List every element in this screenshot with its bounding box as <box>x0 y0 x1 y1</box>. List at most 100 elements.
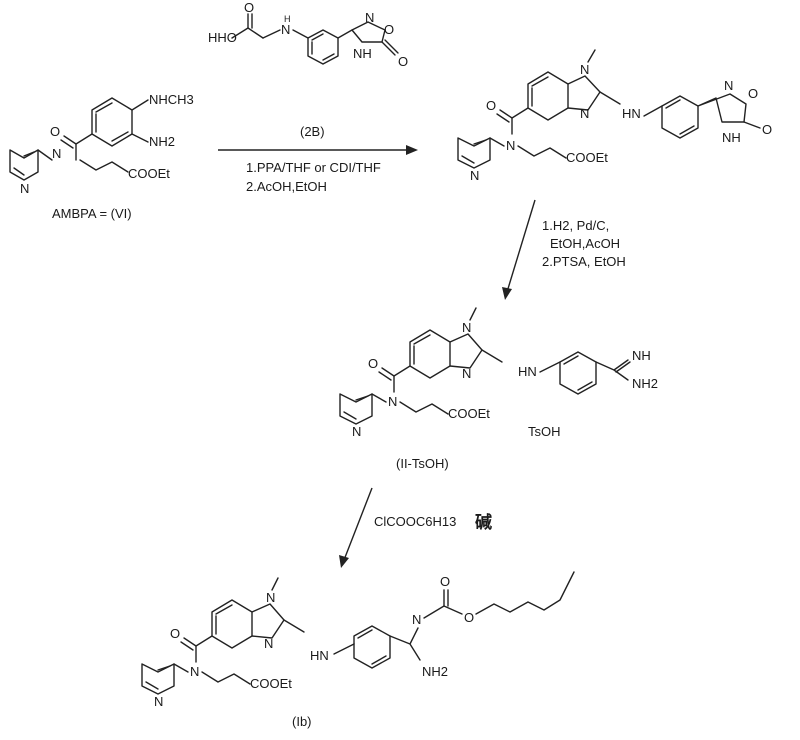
bond <box>489 137 505 147</box>
ambpa-structure: NHCH3 NH2 O N COOEt N AMBPA = (VI) <box>9 92 194 221</box>
carbamate-bonds <box>423 605 463 619</box>
hn-label: HN <box>310 648 329 663</box>
bond <box>496 109 513 123</box>
cooet-label: COOEt <box>250 676 292 691</box>
bond <box>343 395 369 420</box>
ring-nh: NH <box>722 130 741 145</box>
arrow-head <box>406 145 418 155</box>
reagent-2b-label: (2B) <box>300 124 325 139</box>
bond <box>37 149 53 161</box>
bond <box>215 604 233 635</box>
nh2-label: NH2 <box>149 134 175 149</box>
imidazole-n: N <box>462 366 471 381</box>
hexyl-chain <box>475 571 575 615</box>
cooet-label: COOEt <box>448 406 490 421</box>
bond <box>131 133 149 143</box>
tsoh-label: TsOH <box>528 424 561 439</box>
bond <box>75 133 93 161</box>
product-ib-label: (Ib) <box>292 714 312 729</box>
amidine-n: N <box>412 612 421 627</box>
bond <box>381 39 399 56</box>
oxadiazolone-ring <box>697 93 747 123</box>
step1-conditions-2: 2.AcOH,EtOH <box>246 179 327 194</box>
bond <box>539 361 561 373</box>
carbonyl-o: O <box>170 626 180 641</box>
bond <box>357 629 387 665</box>
arrow-head <box>502 287 512 300</box>
bond <box>95 102 129 142</box>
bond <box>665 99 695 135</box>
pyridine-n: N <box>154 694 163 709</box>
ring-nh: NH <box>353 46 372 61</box>
bond <box>145 665 171 690</box>
bond <box>173 663 189 673</box>
bond <box>511 107 529 135</box>
bond <box>333 643 355 655</box>
amine-nh: N <box>281 22 290 37</box>
n-methyl: N <box>462 320 471 335</box>
step2-conditions-2: EtOH,AcOH <box>550 236 620 251</box>
carbamate-o-carbonyl: O <box>440 574 450 589</box>
pyridine-ring <box>339 393 373 425</box>
reaction-arrow-3: ClCOOC6H13 碱 <box>339 487 492 568</box>
cooet-label: COOEt <box>566 150 608 165</box>
pyridine-n: N <box>352 424 361 439</box>
compound-ii-label: (II-TsOH) <box>396 456 449 471</box>
imidazole-n: N <box>580 106 589 121</box>
nhch3-label: NHCH3 <box>149 92 194 107</box>
amine-h: H <box>284 14 291 24</box>
hydroxyl-label: HHO <box>208 30 237 45</box>
ring-o: O <box>748 86 758 101</box>
pyridine-n: N <box>470 168 479 183</box>
step3-base: 碱 <box>475 512 492 533</box>
ring-n: N <box>724 78 733 93</box>
bond <box>247 13 253 29</box>
bond <box>195 635 213 663</box>
n-methyl: N <box>580 62 589 77</box>
benzene-ring <box>91 97 133 147</box>
bond <box>461 139 487 164</box>
phenyl-ring <box>353 625 391 669</box>
oxo-o: O <box>762 122 772 137</box>
bond <box>371 393 387 403</box>
arrow-head <box>339 555 349 568</box>
bond <box>283 619 305 633</box>
bond <box>563 355 593 391</box>
carbamate-o-ester: O <box>464 610 474 625</box>
bond <box>517 145 567 159</box>
pyridine-ring <box>457 137 491 169</box>
arrow-shaft <box>343 487 373 561</box>
methyl-bond <box>271 577 279 591</box>
benzimidazole-benzene <box>527 71 569 121</box>
phenyl-ring <box>661 95 699 139</box>
bond <box>413 334 431 365</box>
cooet-label: COOEt <box>128 166 170 181</box>
imidazole-ring <box>567 75 601 111</box>
compound-ii-structure: N N HN NH NH2 O N COOEt N TsOH (II-TsOH) <box>339 307 658 471</box>
bond <box>60 135 77 149</box>
imidazole-ring <box>251 603 285 639</box>
phenyl-ring <box>559 351 597 395</box>
bond <box>399 401 449 415</box>
amidine-nh2: NH2 <box>422 664 448 679</box>
step3-reagent: ClCOOC6H13 <box>374 514 456 529</box>
ambpa-label: AMBPA = (VI) <box>52 206 132 221</box>
hn-label: HN <box>518 364 537 379</box>
bond <box>743 121 761 129</box>
amidine-bonds <box>595 359 629 381</box>
carbonyl-o: O <box>368 356 378 371</box>
step2-conditions-1: 1.H2, Pd/C, <box>542 218 609 233</box>
bond <box>262 29 281 39</box>
bond <box>311 33 335 61</box>
bond <box>443 589 449 607</box>
benzimidazole-benzene <box>211 599 253 649</box>
bond <box>643 105 663 117</box>
bond <box>201 671 251 685</box>
bond <box>180 637 197 651</box>
benzene-ring <box>307 29 339 65</box>
bond <box>599 91 621 105</box>
arrow-shaft <box>506 199 536 293</box>
bond <box>337 29 353 39</box>
carbonyl-o: O <box>50 124 60 139</box>
